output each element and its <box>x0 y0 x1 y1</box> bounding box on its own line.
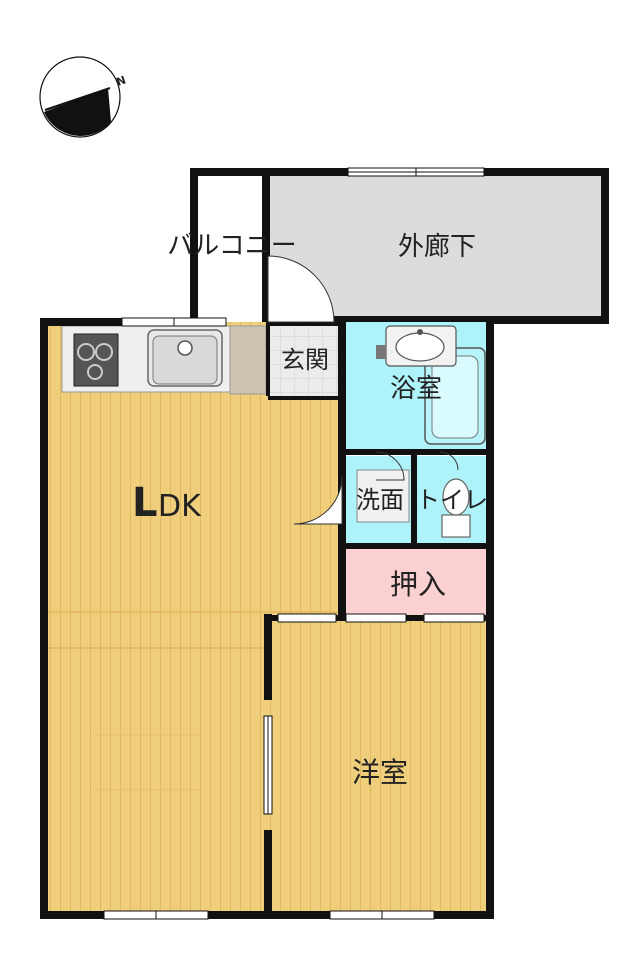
compass: N <box>39 56 128 138</box>
ldk-l-label: L <box>132 480 158 526</box>
balcony-label: バルコニー <box>167 231 296 261</box>
ldk-door <box>293 475 343 525</box>
doors <box>267 255 459 525</box>
toilet-icon <box>442 478 470 516</box>
ldk-dk-label: DK <box>158 489 202 524</box>
bath-area <box>344 322 490 452</box>
sink-icon <box>147 329 223 387</box>
compass-dark-half <box>44 88 111 136</box>
western-room-label: 洋室 <box>352 756 408 789</box>
faucet-icon <box>376 345 386 359</box>
entrance-area <box>268 324 342 400</box>
bath-label: 浴室 <box>390 374 442 404</box>
fridge-space <box>229 325 267 395</box>
kitchen-counter <box>61 325 267 395</box>
toilet-tank <box>441 514 471 538</box>
windows <box>103 317 485 920</box>
stove-icon <box>73 333 119 387</box>
north-label: N <box>115 73 128 88</box>
washroom-door <box>375 451 405 481</box>
closet-area <box>344 548 490 618</box>
entrance-label: 玄関 <box>281 346 329 374</box>
closet-label: 押入 <box>390 568 446 601</box>
balcony-door <box>267 255 335 323</box>
toilet-area <box>416 456 490 544</box>
western-room-floor <box>268 620 490 915</box>
toilet-door <box>439 451 459 471</box>
toilet-label: トイレ <box>416 486 488 514</box>
washroom-label: 洗面 <box>356 486 404 514</box>
corridor-label: 外廊下 <box>398 232 476 262</box>
washbasin-icon <box>385 325 457 367</box>
